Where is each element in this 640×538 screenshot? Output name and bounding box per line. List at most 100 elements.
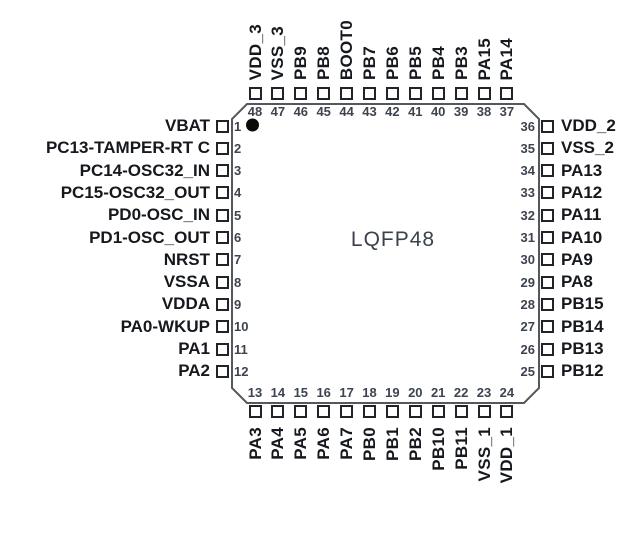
pin-square — [216, 275, 229, 289]
pin-square — [431, 87, 445, 100]
pin-label: PD0-OSC_IN — [107, 205, 210, 225]
pin-square — [216, 231, 229, 244]
pin-label: PA9 — [561, 249, 593, 269]
pin-number: 43 — [362, 104, 377, 119]
pin-label: PA6 — [314, 427, 334, 460]
pin-label: PA7 — [337, 427, 357, 460]
pin-number: 6 — [234, 230, 242, 245]
pin-label: PA5 — [291, 427, 311, 460]
pin-label: PB4 — [428, 46, 448, 80]
pin-number: 3 — [234, 163, 242, 179]
pin-square — [408, 87, 422, 100]
pin-square — [477, 405, 491, 418]
pin-number: 9 — [234, 296, 242, 312]
pin-number: 46 — [293, 104, 309, 119]
pin-square — [216, 141, 229, 155]
pin-label: VSS_1 — [474, 427, 494, 482]
pin-square — [541, 342, 554, 356]
pin-label: VBAT — [164, 116, 210, 135]
pin-number: 2 — [234, 140, 242, 156]
pin-number: 48 — [247, 104, 263, 119]
pin-label: BOOT0 — [337, 19, 357, 80]
pin-label: PA13 — [561, 160, 603, 180]
pin-label: PB7 — [360, 46, 379, 80]
pin-label: PB1 — [382, 427, 402, 461]
pin-square — [541, 141, 554, 155]
pin-number: 24 — [499, 385, 515, 400]
pin1-indicator-dot — [246, 118, 259, 132]
pin-number: 41 — [408, 104, 423, 119]
pin-number: 44 — [339, 104, 354, 119]
pin-square — [541, 119, 554, 133]
pin-label: PB13 — [561, 339, 604, 358]
pin-label: PA10 — [561, 227, 603, 247]
pin-square — [385, 405, 399, 418]
pin-number: 39 — [453, 104, 469, 119]
pin-number: 11 — [234, 341, 248, 357]
pin-label: PA8 — [561, 272, 593, 292]
pin-square — [216, 297, 229, 311]
pin-square — [216, 320, 229, 334]
pin-square — [408, 405, 422, 418]
pin-square — [454, 87, 468, 100]
pin-label: PA2 — [178, 361, 210, 381]
pin-square — [431, 405, 445, 418]
pin-square — [248, 405, 262, 418]
pin-square — [363, 87, 376, 100]
pin-label: PB5 — [405, 46, 425, 80]
pin-number: 34 — [520, 163, 535, 179]
pin-square — [317, 405, 331, 418]
pin-label: VSSA — [163, 272, 210, 292]
pin-label: PB8 — [314, 46, 334, 80]
chip-outline — [231, 103, 540, 404]
pin-number: 27 — [520, 319, 535, 335]
pin-square — [541, 208, 554, 222]
pin-number: 18 — [362, 385, 377, 400]
pin-square — [216, 164, 229, 178]
pin-number: 15 — [293, 385, 309, 400]
pin-square — [541, 164, 554, 178]
pin-number: 21 — [430, 385, 446, 400]
pin-number: 16 — [316, 385, 331, 400]
pin-number: 20 — [408, 385, 423, 400]
pin-square — [340, 405, 354, 418]
pin-square — [454, 405, 468, 418]
pin-number: 37 — [499, 104, 515, 119]
pin-number: 29 — [520, 274, 535, 290]
pin-square — [317, 87, 331, 100]
pin-number: 28 — [520, 296, 535, 312]
pin-label: PA14 — [497, 37, 517, 80]
pin-number: 38 — [476, 104, 492, 119]
pin-number: 5 — [234, 207, 242, 223]
pin-square — [541, 297, 554, 311]
pin-square — [477, 87, 491, 100]
pin-number: 14 — [270, 385, 286, 400]
pin-label: VSS_3 — [268, 25, 288, 80]
pin-label: VDD_3 — [245, 23, 265, 80]
pin-number: 45 — [316, 104, 331, 119]
pin-square — [541, 253, 554, 267]
pin-label: PD1-OSC_OUT — [89, 227, 210, 247]
pin-number: 12 — [234, 363, 249, 379]
pin-square — [271, 87, 285, 100]
pin-square — [216, 342, 229, 356]
pin-label: NRST — [163, 249, 210, 269]
pin-label: PA11 — [561, 205, 602, 225]
pin-label: PB11 — [451, 427, 471, 470]
pin-label: PB12 — [561, 361, 604, 381]
pin-label: PC13-TAMPER-RT C — [45, 138, 210, 158]
pin-label: VSS_2 — [561, 138, 614, 158]
pin-label: VDD_1 — [497, 427, 517, 484]
pin-label: PA4 — [268, 427, 288, 460]
pin-square — [216, 253, 229, 267]
pin-square — [271, 405, 285, 418]
pin-square — [500, 405, 514, 418]
pin-square — [363, 405, 376, 418]
pin-number: 26 — [520, 341, 535, 357]
pin-label: PB14 — [561, 316, 604, 336]
pin-square — [541, 320, 554, 334]
pin-number: 30 — [520, 252, 535, 268]
pin-number: 19 — [385, 385, 400, 400]
pin-number: 33 — [520, 185, 535, 201]
